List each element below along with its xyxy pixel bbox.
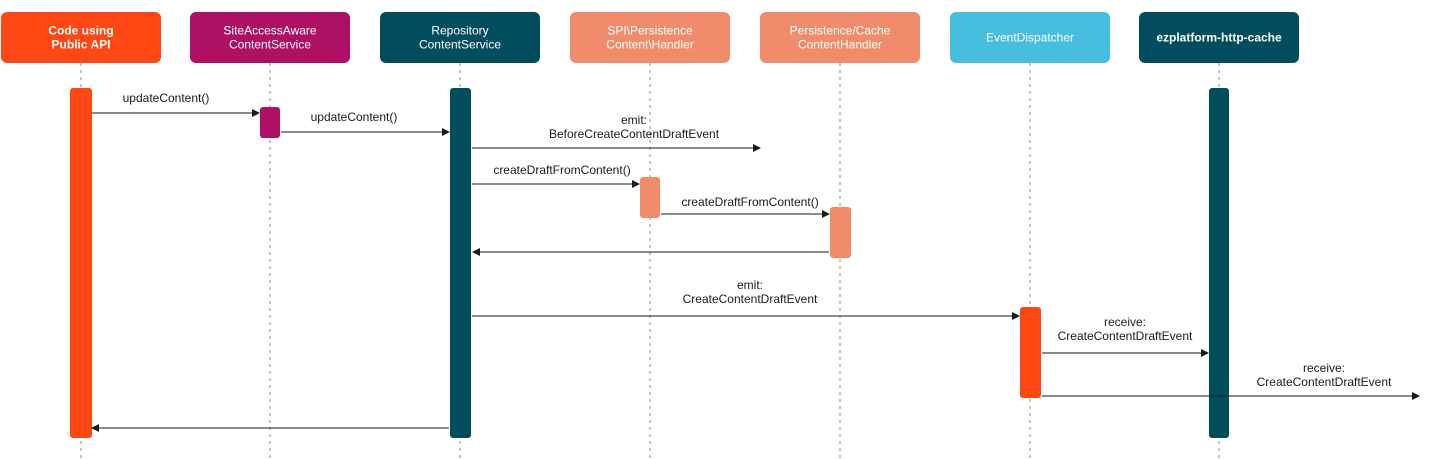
message-4: createDraftFromContent() xyxy=(661,195,830,218)
activation-repository xyxy=(450,88,471,438)
activation-dispatcher xyxy=(1020,307,1041,398)
message-label: emit: xyxy=(737,278,763,292)
participant-label: SiteAccessAware xyxy=(223,24,316,38)
message-label: createDraftFromContent() xyxy=(681,195,818,209)
lifelines xyxy=(80,63,1220,459)
participant-label: Public API xyxy=(52,38,111,52)
participant-label: Persistence/Cache xyxy=(790,24,891,38)
participant-label: ezplatform-http-cache xyxy=(1156,31,1282,45)
participant-label: ContentService xyxy=(229,38,311,52)
message-label: CreateContentDraftEvent xyxy=(683,292,818,306)
message-8: receive:CreateContentDraftEvent xyxy=(1042,361,1420,400)
participant-label: Repository xyxy=(431,24,488,38)
activation-siteaccess xyxy=(260,107,280,138)
participant-label: Code using xyxy=(48,24,113,38)
message-label: BeforeCreateContentDraftEvent xyxy=(549,127,720,141)
activation-cache xyxy=(830,207,851,258)
participant-box xyxy=(190,12,350,63)
message-label: emit: xyxy=(621,113,647,127)
participant-box xyxy=(1,12,161,63)
message-label: updateContent() xyxy=(311,110,398,124)
message-1: updateContent() xyxy=(281,110,450,136)
participant-label: Content\Handler xyxy=(606,38,693,52)
message-3: createDraftFromContent() xyxy=(472,163,640,188)
participant-dispatcher: EventDispatcher xyxy=(950,12,1110,63)
activation-httpcache xyxy=(1209,88,1229,438)
activation-bars xyxy=(70,88,1229,438)
participant-box xyxy=(760,12,920,63)
message-label: receive: xyxy=(1303,361,1345,375)
message-label: createDraftFromContent() xyxy=(493,163,630,177)
participant-label: ContentService xyxy=(419,38,501,52)
message-2: emit:BeforeCreateContentDraftEvent xyxy=(472,113,761,152)
message-0: updateContent() xyxy=(92,91,260,117)
activation-api xyxy=(70,88,92,438)
participant-label: SPI\Persistence xyxy=(607,24,693,38)
participant-label: ContentHandler xyxy=(798,38,882,52)
participant-box xyxy=(1139,12,1299,63)
message-label: receive: xyxy=(1104,315,1146,329)
message-7: receive:CreateContentDraftEvent xyxy=(1042,315,1209,357)
participant-httpcache: ezplatform-http-cache xyxy=(1139,12,1299,63)
messages: updateContent()updateContent()emit:Befor… xyxy=(91,91,1420,432)
activation-spi xyxy=(640,177,660,218)
message-label: CreateContentDraftEvent xyxy=(1058,329,1193,343)
message-label: CreateContentDraftEvent xyxy=(1257,375,1392,389)
participant-label: EventDispatcher xyxy=(986,31,1074,45)
participant-box xyxy=(950,12,1110,63)
participant-box xyxy=(570,12,730,63)
message-label: updateContent() xyxy=(123,91,210,105)
participant-box xyxy=(380,12,540,63)
message-6: emit:CreateContentDraftEvent xyxy=(472,278,1020,320)
